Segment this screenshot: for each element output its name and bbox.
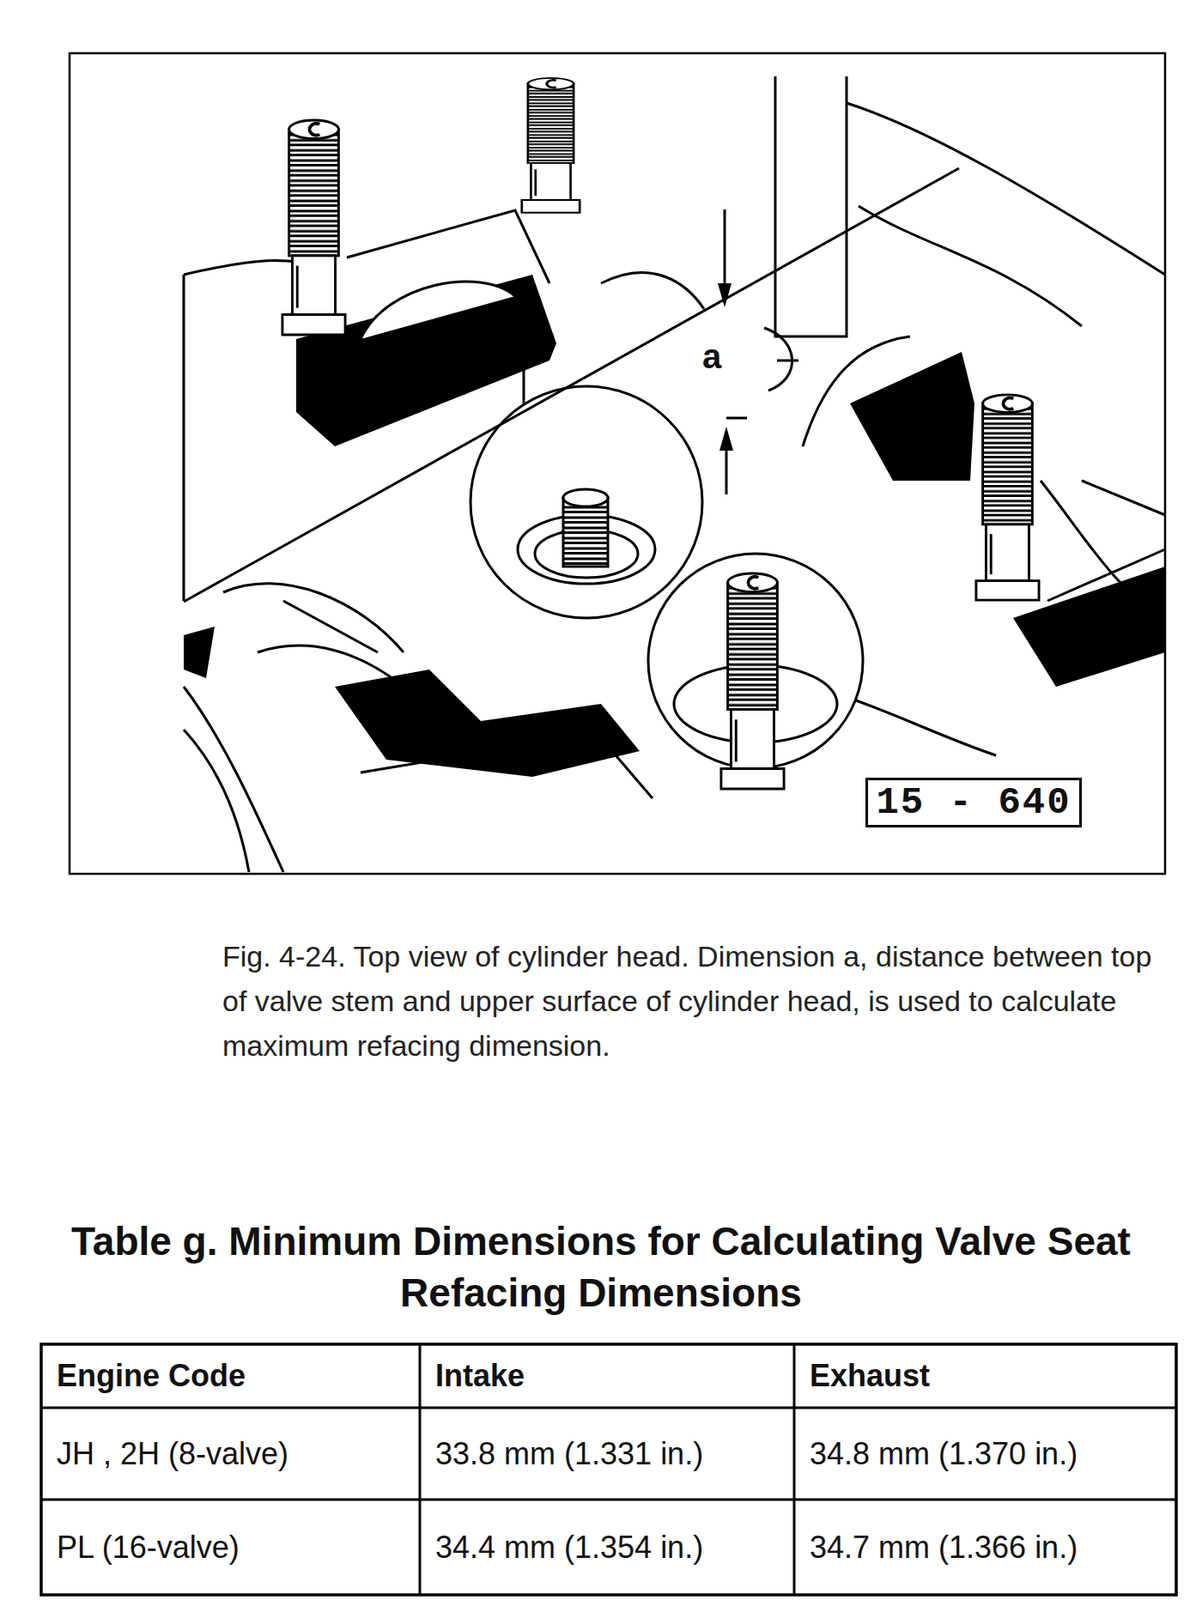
table-cell: PL (16-valve) [41, 1499, 420, 1596]
figure-caption: Fig. 4-24. Top view of cylinder head. Di… [222, 934, 1176, 1069]
figure-number: 15 - 640 [875, 781, 1071, 825]
table-cell: 34.8 mm (1.370 in.) [794, 1408, 1177, 1500]
dimension-label: a [702, 336, 722, 377]
table-header-cell: Exhaust [794, 1344, 1177, 1409]
table-header-cell: Engine Code [41, 1344, 420, 1409]
table-cell: 34.7 mm (1.366 in.) [794, 1499, 1177, 1596]
figure-number-box: 15 - 640 [865, 777, 1082, 828]
table-title: Table g. Minimum Dimensions for Calculat… [60, 1215, 1142, 1319]
table-cell: 34.4 mm (1.354 in.) [419, 1499, 795, 1596]
table-header-cell: Intake [419, 1344, 795, 1409]
table-cell: JH , 2H (8-valve) [41, 1408, 420, 1500]
table-cell: 33.8 mm (1.331 in.) [419, 1408, 795, 1500]
